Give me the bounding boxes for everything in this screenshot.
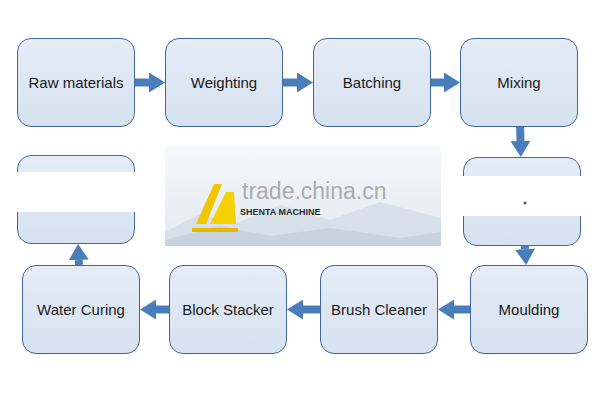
logo-mark bbox=[192, 228, 238, 232]
node-text: Mixing bbox=[493, 74, 544, 92]
flow-arrow bbox=[283, 79, 297, 87]
white-band bbox=[10, 172, 142, 212]
node-text: Block Stacker bbox=[178, 301, 278, 319]
flow-arrow bbox=[156, 306, 169, 314]
node-text: Raw materials bbox=[24, 74, 127, 92]
node-text: Brush Cleaner bbox=[327, 301, 431, 319]
process-box bbox=[17, 155, 135, 244]
process-box: Brush Cleaner bbox=[320, 265, 438, 354]
node-text: Batching bbox=[339, 74, 405, 92]
flow-arrow bbox=[431, 79, 444, 87]
flow-arrow bbox=[521, 246, 529, 249]
logo-banner bbox=[165, 146, 441, 246]
node-text: Weighting bbox=[187, 74, 261, 92]
process-box: Block Stacker bbox=[169, 265, 287, 354]
flow-arrow bbox=[303, 306, 320, 314]
watermark: trade.china.cn bbox=[242, 178, 386, 205]
flow-arrow bbox=[516, 127, 524, 141]
brand-name: SHENTA MACHINE bbox=[240, 207, 321, 217]
node-text: Water Curing bbox=[33, 301, 129, 319]
flow-arrow bbox=[75, 260, 83, 265]
process-box: Mixing bbox=[460, 38, 578, 127]
white-band bbox=[458, 176, 586, 216]
process-box bbox=[463, 157, 581, 246]
mountain-silhouette bbox=[165, 226, 441, 246]
node-text: Moulding bbox=[495, 301, 564, 319]
process-box: Moulding bbox=[470, 265, 588, 354]
flow-arrow bbox=[135, 79, 149, 87]
process-box: Weighting bbox=[165, 38, 283, 127]
process-box: Batching bbox=[313, 38, 431, 127]
logo-mark bbox=[210, 192, 236, 224]
flow-arrow bbox=[454, 306, 470, 314]
process-box: Raw materials bbox=[17, 38, 135, 127]
dot-mark bbox=[524, 202, 527, 205]
process-box: Water Curing bbox=[22, 265, 140, 354]
